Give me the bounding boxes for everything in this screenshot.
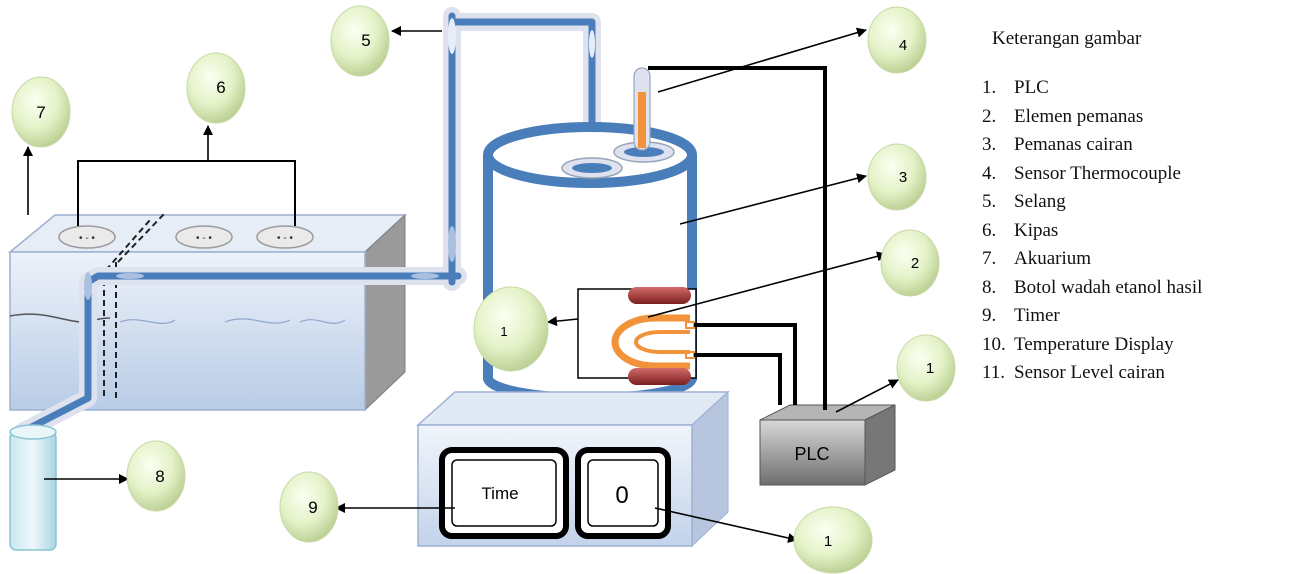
legend-item: 6. Kipas (968, 217, 1288, 246)
legend-item-label: Elemen pemanas (1014, 105, 1144, 127)
legend-item-number: 4. (982, 162, 997, 184)
legend-item: 10. Temperature Display (968, 331, 1288, 360)
marker-7: 7 (11, 76, 71, 148)
svg-text:1: 1 (926, 360, 934, 377)
collection-bottle (9, 424, 57, 551)
svg-text:• - •: • - • (79, 233, 95, 244)
marker-6: 6 (186, 52, 246, 124)
control-box (416, 390, 730, 548)
svg-text:1: 1 (500, 324, 507, 339)
plc-unit (759, 404, 896, 486)
svg-text:9: 9 (308, 498, 317, 517)
marker-1-bottom: 1 (793, 506, 873, 574)
legend-item-label: Sensor Level cairan (1014, 362, 1165, 384)
timer-label: Time (481, 484, 518, 503)
legend-item: 2. Elemen pemanas (968, 103, 1288, 132)
pipe-inlet-cap (561, 157, 623, 179)
legend-item: 11. Sensor Level cairan (968, 359, 1288, 388)
legend-item-number: 2. (982, 105, 997, 127)
marker-2: 2 (880, 229, 940, 297)
legend-list: 1. PLC 2. Elemen pemanas 3. Pemanas cairan 4. S… (968, 74, 1288, 388)
legend-item-label: Temperature Display (1014, 333, 1174, 355)
plc-label: PLC (794, 444, 829, 464)
fan-connector (77, 160, 296, 226)
legend-item-label: Pemanas cairan (1014, 134, 1133, 156)
thermocouple-sensor (613, 67, 675, 163)
legend-item: 5. Selang (968, 188, 1288, 217)
legend-item: 3. Pemanas cairan (968, 131, 1288, 160)
legend: Keterangan gambar 1. PLC 2. Elemen pemanas 3… (968, 22, 1288, 388)
svg-text:6: 6 (216, 78, 225, 97)
legend-item-number: 7. (982, 248, 997, 270)
svg-text:5: 5 (361, 31, 370, 50)
legend-item-label: Botol wadah etanol hasil (1014, 276, 1203, 298)
hose (13, 7, 601, 441)
legend-item-label: Akuarium (1014, 248, 1092, 270)
svg-text:3: 3 (899, 169, 907, 186)
marker-9: 9 (279, 471, 339, 543)
legend-item: 7. Akuarium (968, 245, 1288, 274)
marker-5: 5 (330, 5, 390, 77)
legend-item-number: 11. (982, 362, 1006, 384)
legend-item-label: PLC (1014, 77, 1049, 99)
legend-item-number: 8. (982, 276, 997, 298)
legend-item: 8. Botol wadah etanol hasil (968, 274, 1288, 303)
marker-1-right: 1 (896, 334, 956, 402)
legend-item-number: 5. (982, 191, 997, 213)
svg-text:7: 7 (36, 103, 45, 122)
marker-1-left: 1 (473, 286, 549, 372)
fan-middle: • - • (175, 225, 233, 249)
svg-text:• - •: • - • (196, 233, 212, 244)
svg-text:8: 8 (155, 467, 164, 486)
heating-element (577, 287, 697, 385)
svg-text:• - •: • - • (277, 233, 293, 244)
marker-8: 8 (126, 440, 186, 512)
legend-title: Keterangan gambar (992, 28, 1142, 49)
marker-4: 4 (867, 6, 927, 74)
legend-item-label: Selang (1014, 191, 1066, 213)
svg-text:2: 2 (911, 255, 919, 272)
legend-item: 4. Sensor Thermocouple (968, 160, 1288, 189)
legend-item-number: 3. (982, 134, 997, 156)
marker-3: 3 (867, 143, 927, 211)
fan-right: • - • (256, 225, 314, 249)
legend-item-number: 1. (982, 77, 997, 99)
legend-item-number: 6. (982, 219, 997, 241)
legend-item-label: Sensor Thermocouple (1014, 162, 1181, 184)
svg-text:4: 4 (899, 37, 907, 54)
temperature-display-value: 0 (615, 482, 628, 509)
legend-item-label: Kipas (1014, 219, 1059, 241)
legend-item-number: 10. (982, 333, 1006, 355)
legend-item: 1. PLC (968, 74, 1288, 103)
legend-item: 9. Timer (968, 302, 1288, 331)
legend-item-label: Timer (1014, 305, 1060, 327)
callout-arrows (23, 26, 899, 543)
fan-left: • - • (58, 225, 116, 249)
legend-item-number: 9. (982, 305, 997, 327)
svg-text:1: 1 (824, 533, 832, 550)
